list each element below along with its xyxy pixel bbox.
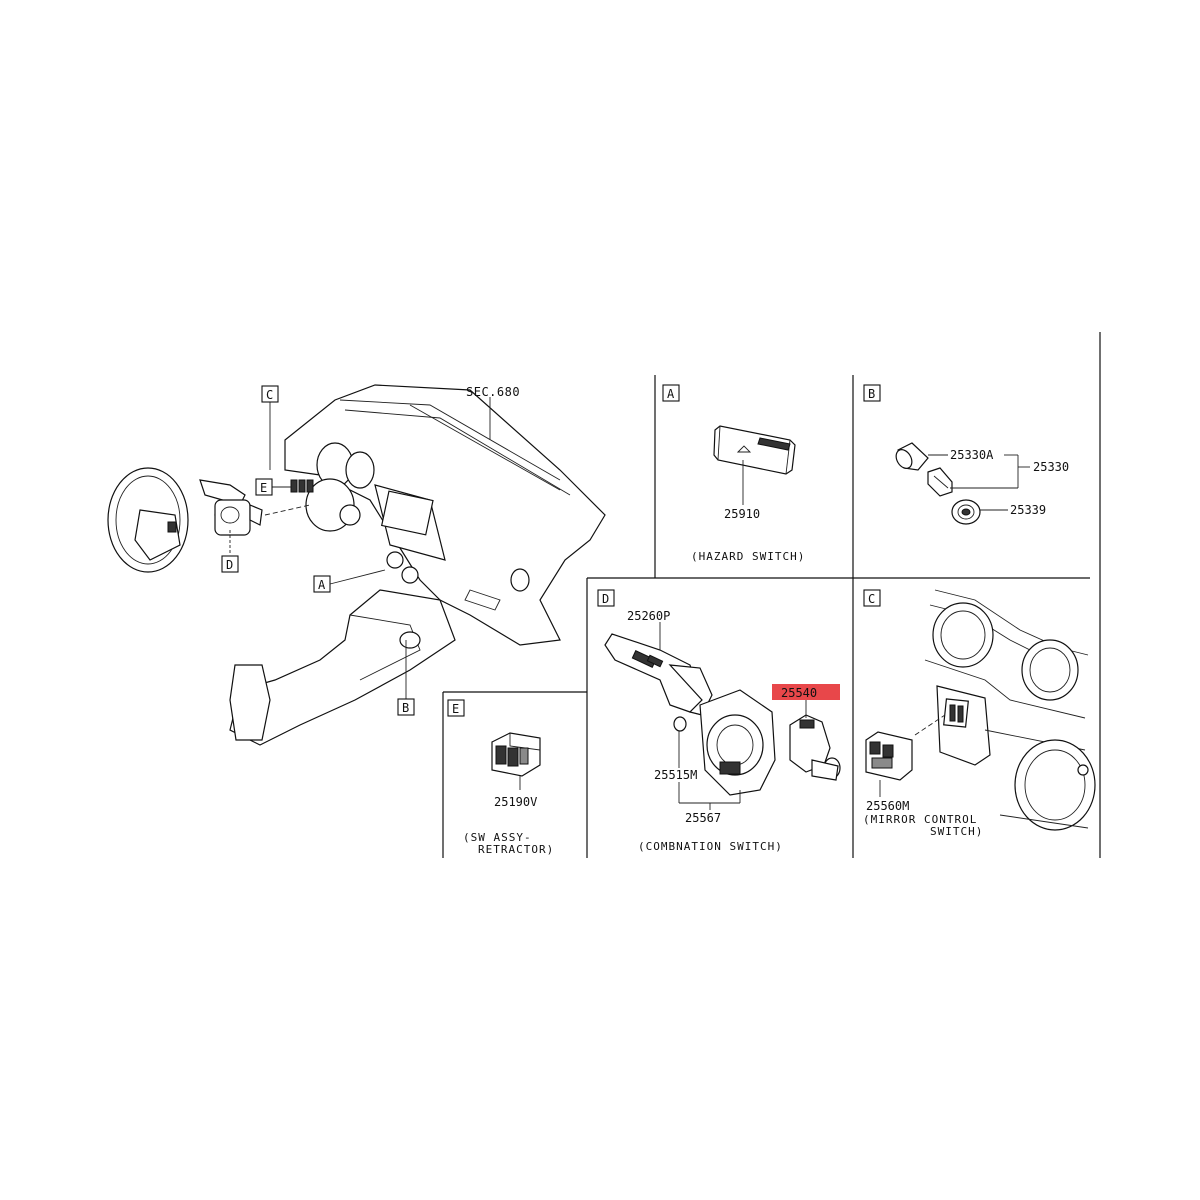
panel-d: D 25260P 25540 — [597, 589, 841, 853]
panel-c-caption-line2: SWITCH) — [930, 825, 983, 838]
callout-b-label: B — [402, 701, 410, 715]
part-25339-label: 25339 — [1010, 503, 1046, 517]
part-25260p-label: 25260P — [627, 609, 670, 623]
panel-e: E 25190V (SW ASSY- RETRACTOR) — [447, 699, 554, 856]
callout-e: E — [255, 478, 273, 496]
part-25330-label: 25330 — [1033, 460, 1069, 474]
panel-c-tag: C — [868, 592, 876, 606]
panel-d-tag: D — [602, 592, 610, 606]
panel-e-tag: E — [452, 702, 460, 716]
panel-e-caption-line2: RETRACTOR) — [478, 843, 554, 856]
panel-a: A 25910 (HAZARD SWITCH) — [662, 384, 805, 563]
panel-dividers — [442, 332, 1101, 858]
part-25567-label: 25567 — [685, 811, 721, 825]
part-25515m-label: 25515M — [654, 768, 697, 782]
panel-c-caption-line1: (MIRROR CONTROL — [863, 813, 977, 826]
dash-detail-drawing — [865, 589, 1096, 831]
panel-d-caption: (COMBNATION SWITCH) — [638, 840, 783, 853]
callout-d: D — [221, 555, 239, 573]
panel-c: C 25560M (MIRROR CONTRO — [863, 589, 1096, 838]
callout-a-label: A — [318, 578, 326, 592]
panel-b: B 25330A 25330 25339 — [863, 384, 1069, 525]
part-25330a-label: 25330A — [950, 448, 994, 462]
part-25910-label: 25910 — [724, 507, 760, 521]
callout-b: B — [397, 698, 415, 716]
combination-switch-drawing — [604, 633, 841, 796]
part-25540-label: 25540 — [781, 686, 817, 700]
callout-a: A — [313, 575, 331, 593]
retractor-switch-drawing — [491, 732, 541, 777]
panel-a-caption: (HAZARD SWITCH) — [691, 550, 805, 563]
dashboard-overview — [107, 384, 606, 746]
part-25190v-label: 25190V — [494, 795, 537, 809]
callout-e-label: E — [260, 481, 268, 495]
hazard-switch-drawing — [713, 425, 796, 475]
panel-a-tag: A — [667, 387, 675, 401]
callout-c-label: C — [266, 388, 274, 402]
panel-e-caption-line1: (SW ASSY- — [463, 831, 532, 844]
highlight-25540 — [772, 684, 840, 700]
socket-drawing — [895, 442, 981, 525]
callout-d-label: D — [226, 558, 234, 572]
part-25560m-label: 25560M — [866, 799, 909, 813]
section-ref-label: SEC.680 — [466, 385, 520, 399]
callout-c: C — [261, 385, 279, 403]
panel-b-tag: B — [868, 387, 876, 401]
